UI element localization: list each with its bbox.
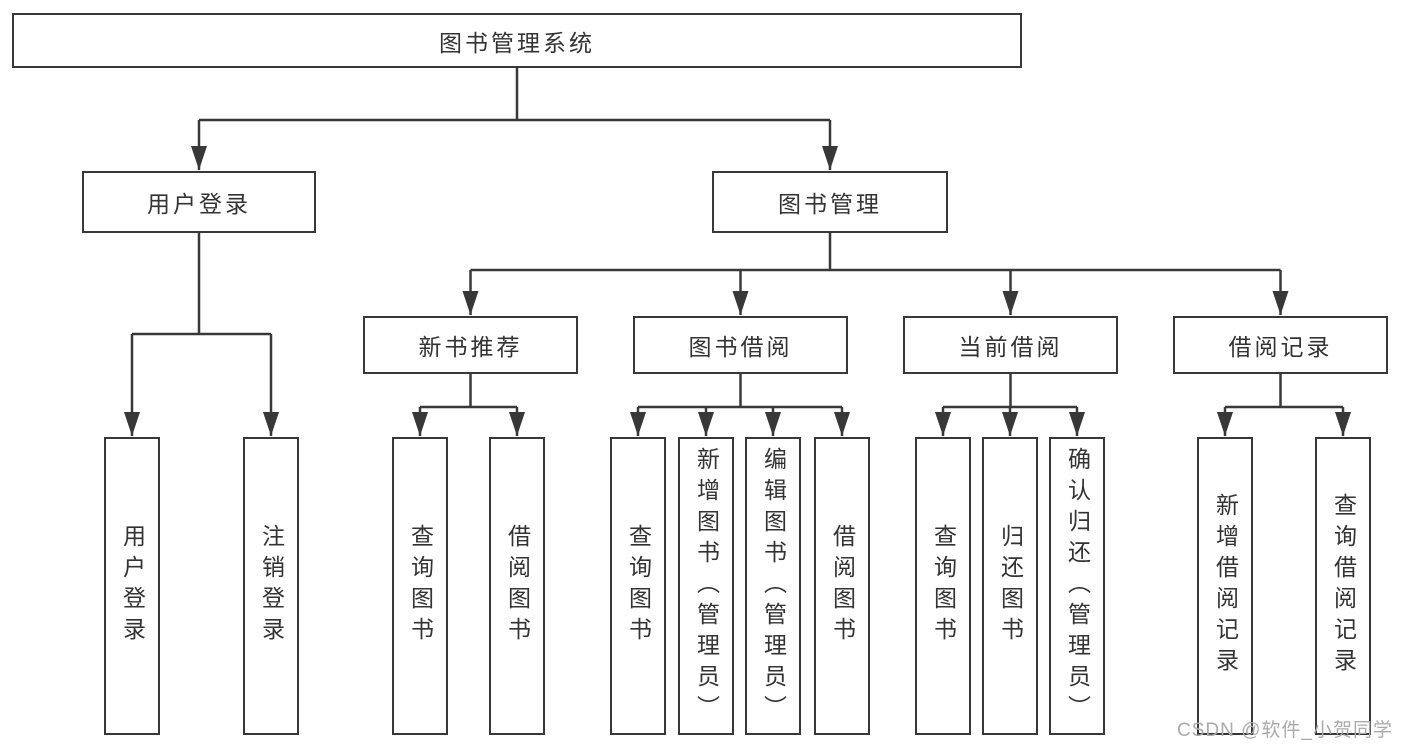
node-label: 借阅记录 [1228, 334, 1333, 360]
leaf-logout: 注销登录 [243, 437, 299, 735]
node-label: 编辑图书（管理员） [760, 446, 787, 726]
node-label: 图书管理系统 [439, 29, 595, 56]
node-new-book-recommendation: 新书推荐 [363, 316, 578, 374]
node-label: 当前借阅 [958, 334, 1063, 360]
node-borrowing-records: 借阅记录 [1173, 316, 1388, 374]
leaf-query-books-current: 查询图书 [915, 437, 971, 735]
leaf-add-books-admin: 新增图书（管理员） [678, 437, 734, 735]
node-label: 查询借阅记录 [1330, 493, 1357, 679]
leaf-user-login: 用户登录 [104, 437, 160, 735]
node-label: 借阅图书 [829, 524, 856, 648]
leaf-confirm-return-admin: 确认归还（管理员） [1049, 437, 1105, 735]
node-current-borrowing: 当前借阅 [903, 316, 1118, 374]
node-label: 图书借阅 [688, 334, 793, 360]
node-label: 查询图书 [625, 524, 652, 648]
csdn-watermark: CSDN @软件_小贺同学 [1177, 720, 1393, 741]
node-label: 归还图书 [997, 524, 1024, 648]
node-label: 查询图书 [407, 524, 434, 648]
node-label: 新增图书（管理员） [693, 446, 720, 726]
node-book-management: 图书管理 [712, 171, 948, 233]
node-label: 用户登录 [147, 191, 251, 217]
node-label: 确认归还（管理员） [1064, 446, 1091, 726]
leaf-query-borrow-record: 查询借阅记录 [1315, 437, 1371, 735]
node-label: 注销登录 [258, 524, 285, 648]
node-label: 新书推荐 [418, 334, 523, 360]
leaf-edit-books-admin: 编辑图书（管理员） [745, 437, 801, 735]
node-label: 图书管理 [778, 191, 882, 217]
leaf-add-borrow-record: 新增借阅记录 [1197, 437, 1253, 735]
node-label: 查询图书 [930, 524, 957, 648]
node-label: 新增借阅记录 [1212, 493, 1239, 679]
leaf-query-books-borrowing: 查询图书 [610, 437, 666, 735]
leaf-query-books-recommend: 查询图书 [392, 437, 448, 735]
node-user-login: 用户登录 [82, 171, 316, 233]
node-label: 用户登录 [119, 524, 146, 648]
node-root: 图书管理系统 [12, 13, 1022, 68]
node-book-borrowing: 图书借阅 [633, 316, 848, 374]
leaf-borrow-books-recommend: 借阅图书 [489, 437, 545, 735]
leaf-borrow-books-borrowing: 借阅图书 [814, 437, 870, 735]
leaf-return-books: 归还图书 [982, 437, 1038, 735]
node-label: 借阅图书 [504, 524, 531, 648]
